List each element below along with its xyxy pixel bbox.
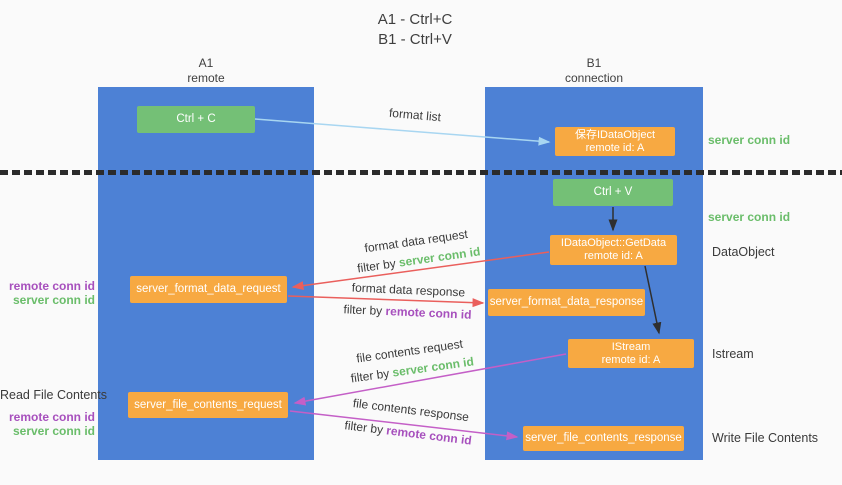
node-save-idataobject-line1: 保存IDataObject	[574, 128, 656, 141]
annotation-server-conn-id-left-1: server conn id	[12, 293, 95, 307]
title-line-2: B1 - Ctrl+V	[378, 31, 452, 48]
lifeline-b1-name: B1	[586, 56, 602, 70]
arrow-label-format-data-request: format data request filter by server con…	[338, 221, 497, 280]
annotation-remote-conn-id-left-2: remote conn id	[8, 410, 95, 424]
filter-by-text: filter by	[349, 365, 394, 386]
arrow-label-file-contents-request: file contents request filter by server c…	[334, 332, 488, 391]
node-istream-line2: remote id: A	[601, 353, 661, 366]
node-format-request-label: server_format_data_request	[136, 283, 281, 295]
node-ctrl-v-label: Ctrl + V	[593, 186, 633, 198]
annotation-read-file-contents: Read File Contents	[0, 388, 108, 402]
lifeline-a1-name: A1	[198, 56, 214, 70]
phase-separator-dashed-line	[0, 170, 842, 175]
node-getdata-line1: IDataObject::GetData	[560, 237, 667, 249]
node-ctrl-c: Ctrl + C	[137, 106, 255, 133]
title-line-1: A1 - Ctrl+C	[377, 11, 453, 28]
lifeline-b1-role: connection	[564, 71, 624, 85]
annotation-write-file-contents: Write File Contents	[712, 431, 819, 445]
node-server-file-contents-request: server_file_contents_request	[128, 392, 288, 418]
node-idataobject-getdata: IDataObject::GetData remote id: A	[550, 235, 677, 265]
annotation-server-conn-id-left-2: server conn id	[12, 424, 95, 438]
node-istream: IStream remote id: A	[568, 339, 694, 368]
node-ctrl-v: Ctrl + V	[553, 179, 673, 206]
annotation-server-conn-id-1: server conn id	[708, 133, 791, 147]
arrow-label-format-data-response: format data response filter by remote co…	[332, 276, 484, 327]
node-format-response-label: server_format_data_response	[489, 296, 644, 308]
node-file-request-label: server_file_contents_request	[134, 398, 282, 411]
lifeline-header-b1: B1 connection	[485, 56, 703, 86]
filter-by-text: filter by	[356, 255, 400, 276]
node-save-idataobject: 保存IDataObject remote id: A	[555, 127, 675, 156]
annotation-dataobject: DataObject	[712, 245, 775, 259]
node-server-format-data-request: server_format_data_request	[130, 276, 287, 303]
node-ctrl-c-label: Ctrl + C	[176, 113, 216, 125]
annotation-server-conn-id-2: server conn id	[708, 210, 791, 224]
filter-by-text: filter by	[343, 302, 386, 319]
node-server-format-data-response: server_format_data_response	[488, 289, 645, 316]
diagram-title: A1 - Ctrl+C B1 - Ctrl+V	[295, 10, 535, 50]
node-server-file-contents-response: server_file_contents_response	[523, 426, 684, 451]
node-save-idataobject-line2: remote id: A	[585, 141, 645, 154]
node-istream-line1: IStream	[611, 340, 651, 353]
filter-remote-conn-id: remote conn id	[385, 304, 472, 322]
annotation-istream: Istream	[712, 347, 754, 361]
lifeline-a1-role: remote	[187, 71, 225, 85]
node-file-response-label: server_file_contents_response	[525, 432, 682, 444]
node-getdata-line2: remote id: A	[584, 250, 643, 262]
filter-by-text: filter by	[343, 418, 388, 438]
arrow-label-format-list: format list	[388, 105, 442, 125]
annotation-remote-conn-id-left-1: remote conn id	[8, 279, 95, 293]
arrow-label-file-contents-response: file contents response filter by remote …	[330, 390, 489, 455]
lifeline-header-a1: A1 remote	[98, 56, 314, 86]
